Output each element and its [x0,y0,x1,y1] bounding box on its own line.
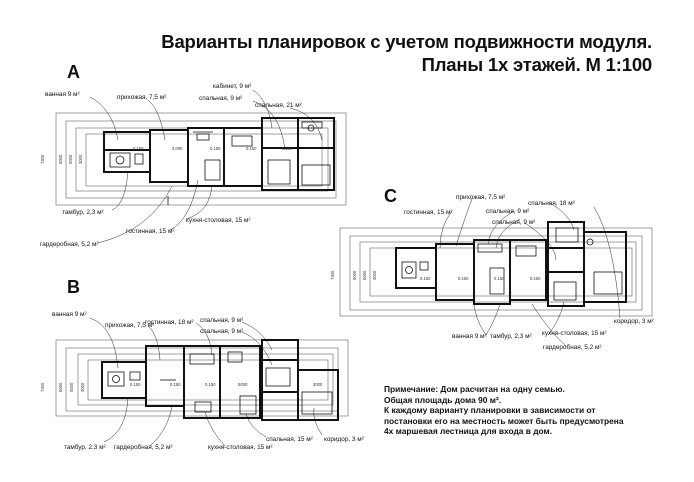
label-c-bath: ванная 9 м² [452,333,487,340]
dim-c-0150-4: 0.150 [530,276,541,281]
plan-a-leaders [89,89,323,244]
plan-c-walls [395,221,627,307]
label-c-bed9a: спальная, 9 м² [486,208,529,215]
dim-a-6000: 6000 [58,154,63,164]
label-a-kitchen: кухня-столовая, 15 м² [186,217,251,224]
label-b-tambur: тамбур, 2,3 м² [64,443,106,451]
plan-c-dimension-frames [339,227,653,317]
dim-b-0150-2: 0.150 [170,382,181,387]
plan-c-furniture [401,227,623,301]
label-c-hall: прихожая, 7,5 м² [456,194,505,201]
label-a-bath: ванная 9 м² [45,91,80,98]
label-c-tambur: тамбур, 2,3 м² [490,332,532,340]
plan-b-walls [101,339,339,421]
dim-a-0150-2: 0.150 [210,146,221,151]
note-line-1: Примечание: Дом расчитан на одну семью. [384,384,565,394]
label-c-living: гостинная, 15 м² [404,209,452,216]
plan-a-walls [103,117,335,191]
plan-b-dimension-frames [55,339,349,417]
dim-c-3000: 3000 [372,270,377,280]
note-line-2: Общая площадь дома 90 м². [384,394,502,405]
plan-a: 7300 6000 5000 3000 0.150 3.000 0.150 0.… [40,82,347,248]
label-c-bed18: спальная, 18 м² [528,200,575,207]
title-line-1: Варианты планировок с учетом подвижности… [161,31,652,52]
dim-a-0150-4: 0.150 [282,146,293,151]
dim-c-0150-1: 0.150 [420,276,431,281]
title-line-2: Планы 1х этажей. М 1:100 [421,54,653,75]
plan-b-furniture [107,351,333,415]
dim-a-0150-3: 0.150 [246,146,257,151]
dim-b-7300: 7300 [40,382,45,392]
note-line-4: постановки его на местность может быть п… [384,415,624,426]
label-c-kitchen: кухня-столовая, 15 м² [542,330,607,337]
label-b-bath: ванная 9 м² [52,311,87,318]
label-a-cabinet: кабинет, 9 м² [213,82,251,90]
plan-c-letter: C [384,186,397,206]
label-c-bed9b: спальная, 9 м² [492,219,535,226]
plan-b-leaders [89,317,323,447]
label-a-tambur: тамбур, 2,3 м² [62,208,104,216]
dim-b-6000: 6000 [58,382,63,392]
label-b-kitchen: кухня-столовая, 15 м² [208,444,273,451]
dim-c-6000: 6000 [362,270,367,280]
plan-b: 7300 6000 5000 3000 0.150 0.150 0.150 50… [40,311,364,451]
plan-c-leaders [439,198,621,347]
dim-a-5000: 5000 [68,154,73,164]
label-c-wardrobe: гардеробная, 5,2 м² [543,343,601,351]
dim-c-0150-2: 0.150 [458,276,469,281]
label-a-bed21: спальная, 21 м² [255,102,302,109]
dim-b-5000b: 5000 [238,382,248,387]
dim-b-3000b: 3000 [313,382,323,387]
dim-b-0150-3: 0.150 [205,382,216,387]
label-b-corridor: коридор, 3 м² [324,436,364,443]
label-b-bed9b: спальная, 9 м² [200,328,243,335]
dim-a-3000: 3000 [78,154,83,164]
label-a-living: гостинная, 15 м² [126,228,174,235]
label-a-hall: прихожая, 7,5 м² [117,94,166,101]
dim-b-3000: 3000 [80,382,85,392]
dim-b-5000: 5000 [69,382,74,392]
plan-a-letter: A [67,62,80,82]
dim-a-7300: 7300 [40,154,45,164]
dim-a-3000-1: 3.000 [172,146,183,151]
dim-c-0150-3: 0.150 [494,276,505,281]
plan-a-furniture [109,121,331,205]
label-c-corridor: коридор, 3 м² [614,318,654,325]
dim-a-0150-1: 0.150 [133,146,144,151]
note-block: Примечание: Дом расчитан на одну семью. … [384,384,654,437]
plan-c: 7300 5000 6000 3000 0.150 0.150 0.150 0.… [330,194,654,351]
label-b-wardrobe: гардеробная, 5,2 м² [114,443,172,451]
label-b-bed15: спальная, 15 м² [266,436,313,443]
page-title: Варианты планировок с учетом подвижности… [161,30,652,76]
dim-c-5000: 5000 [352,270,357,280]
label-b-living18: гостинная, 18 м² [145,319,193,326]
label-a-bed9: спальная, 9 м² [199,95,242,102]
dim-c-7300: 7300 [330,270,335,280]
plan-a-dimension-frames [55,112,347,206]
plan-b-letter: B [67,277,80,297]
dim-b-0150-1: 0.150 [130,382,141,387]
label-b-bed9a: спальная, 9 м² [200,317,243,324]
note-line-5: 4х маршевая лестница для входа в дом. [384,426,553,437]
note-line-3: К каждому варианту планировки в зависимо… [384,405,596,416]
label-b-hall: прихожая, 7,5 м² [105,322,154,329]
label-a-wardrobe: гардеробная, 5,2 м² [40,240,98,248]
